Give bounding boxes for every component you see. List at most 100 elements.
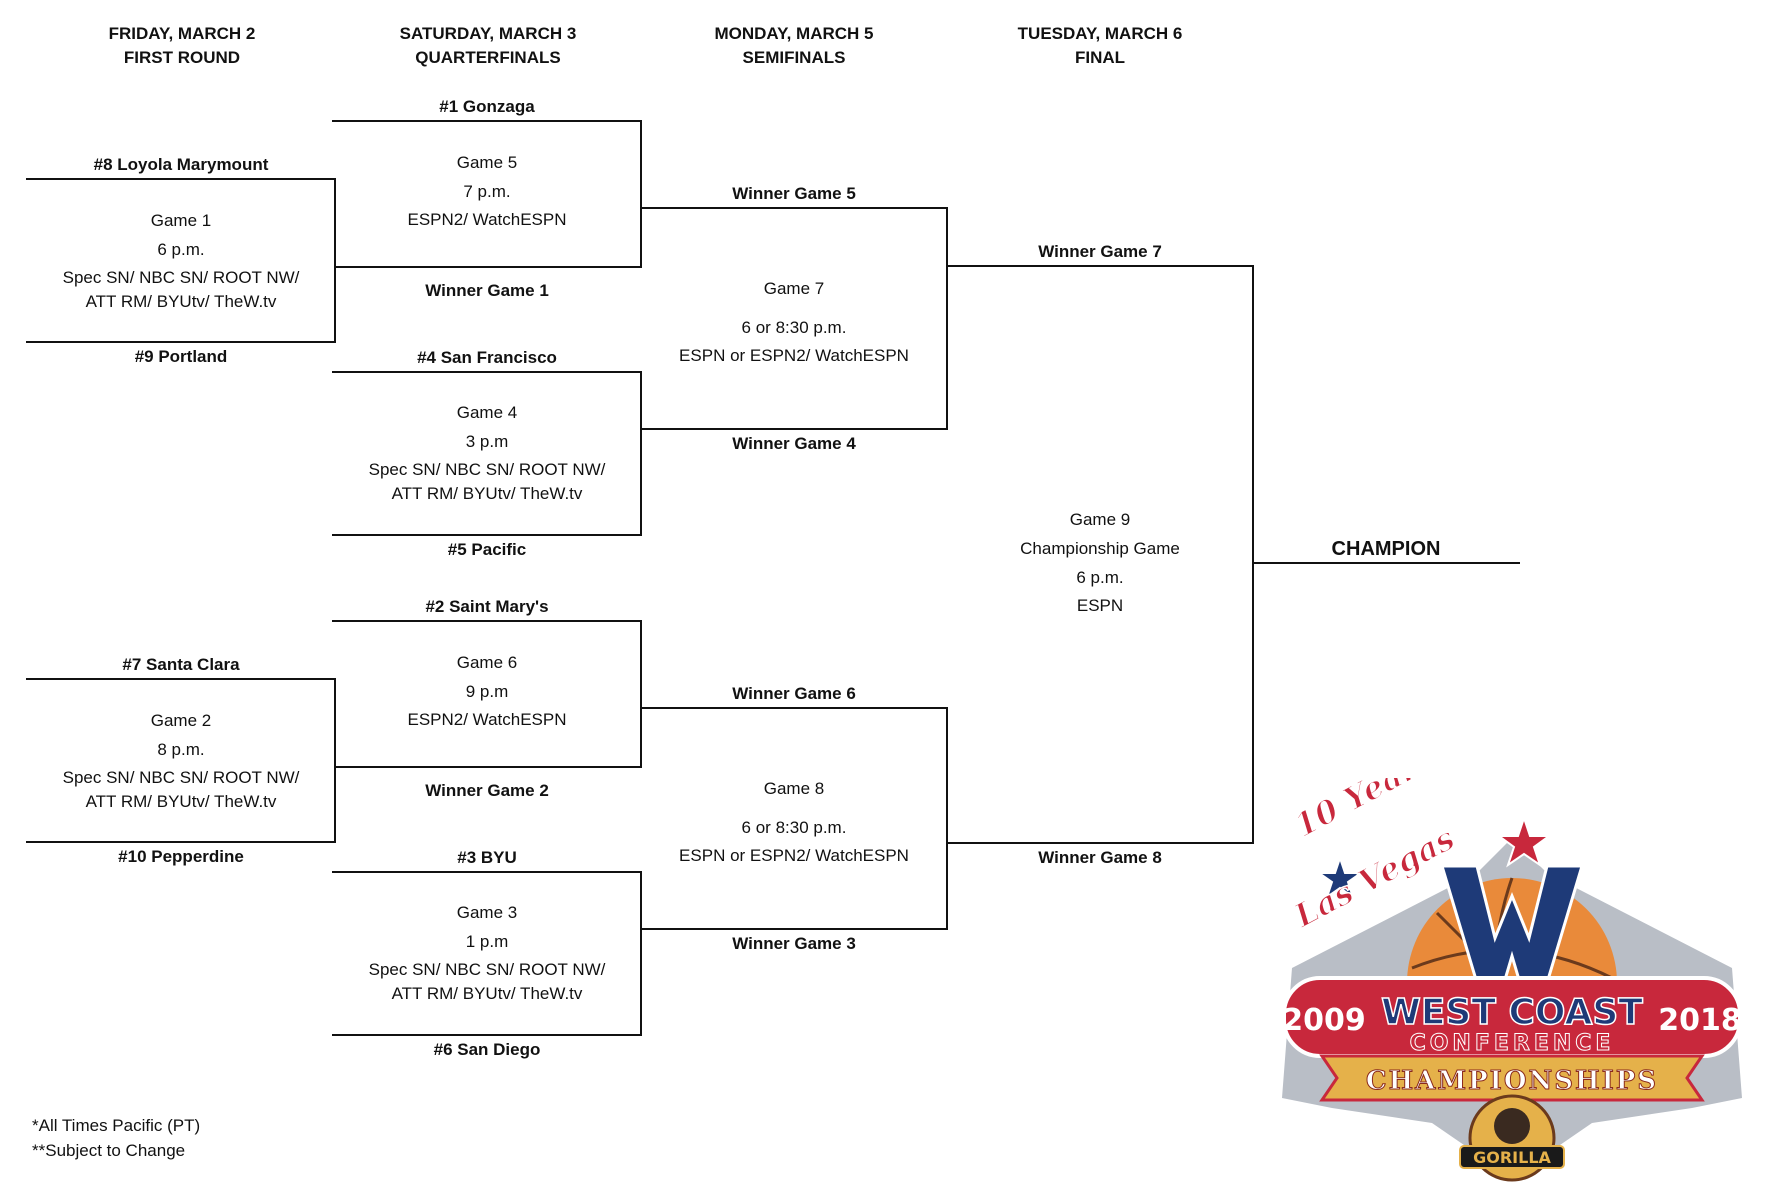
winner-label: Winner Game 5 [732, 184, 856, 203]
header-date: FRIDAY, MARCH 2 [108, 24, 256, 43]
game-name: Game 3 [456, 903, 518, 922]
game-tv: ATT RM/ BYUtv/ TheW.tv [85, 292, 277, 311]
winner-label: Winner Game 3 [732, 934, 856, 953]
header-round: SEMIFINALS [742, 48, 846, 67]
game-time: 9 p.m [465, 682, 509, 701]
winner-label: Winner Game 7 [1038, 242, 1162, 261]
game-tv: Spec SN/ NBC SN/ ROOT NW/ [62, 268, 300, 287]
bracket-line [26, 341, 336, 343]
winner-label: Winner Game 8 [1038, 848, 1162, 867]
game-time: 6 or 8:30 p.m. [741, 318, 847, 337]
game-name: Game 9 [1069, 510, 1131, 529]
game-tv: Spec SN/ NBC SN/ ROOT NW/ [368, 460, 606, 479]
game-subtitle: Championship Game [1020, 539, 1180, 558]
game-time: 6 p.m. [1076, 568, 1124, 587]
game-name: Game 1 [150, 211, 212, 230]
logo-sponsor: GORILLA [1473, 1148, 1551, 1167]
winner-label: Winner Game 6 [732, 684, 856, 703]
winner-label: Winner Game 1 [425, 281, 549, 300]
game-tv: ESPN [1076, 596, 1124, 615]
logo-name-line2: CONFERENCE [1410, 1031, 1615, 1056]
bracket-line [640, 428, 948, 430]
team-label: #5 Pacific [447, 540, 527, 559]
bracket-line [332, 371, 642, 373]
game-tv: ESPN2/ WatchESPN [407, 710, 567, 729]
game-tv: ESPN or ESPN2/ WatchESPN [679, 846, 909, 865]
bracket-line [946, 842, 1254, 844]
logo-name-line3: CHAMPIONSHIPS [1366, 1066, 1658, 1096]
header-quarterfinals: SATURDAY, MARCH 3 QUARTERFINALS [386, 22, 590, 70]
logo-gold-ribbon [1319, 1054, 1705, 1102]
game-tv: ATT RM/ BYUtv/ TheW.tv [391, 984, 583, 1003]
bracket-line [640, 707, 948, 709]
logo-tagline-line1: 10 Years in [1288, 778, 1481, 845]
team-label: #10 Pepperdine [118, 847, 244, 866]
game-name: Game 4 [456, 403, 518, 422]
bracket-line [26, 678, 336, 680]
bracket-line [334, 266, 642, 268]
game-tv: ATT RM/ BYUtv/ TheW.tv [391, 484, 583, 503]
bracket-line [334, 766, 642, 768]
gorilla-icon [1494, 1108, 1530, 1144]
footnotes: *All Times Pacific (PT) **Subject to Cha… [32, 1113, 200, 1163]
game-name: Game 6 [456, 653, 518, 672]
team-label: #9 Portland [134, 347, 228, 366]
game-time: 3 p.m [465, 432, 509, 451]
bracket-line [26, 841, 336, 843]
game-time: 8 p.m. [157, 740, 205, 759]
bracket-line [946, 707, 948, 930]
game-name: Game 5 [456, 153, 518, 172]
team-label: #8 Loyola Marymount [93, 155, 269, 174]
game-name: Game 8 [763, 779, 825, 798]
game-name: Game 7 [763, 279, 825, 298]
logo-year-start: 2009 [1282, 1003, 1366, 1038]
wcc-championships-logo: 2009 2018 WEST COAST CONFERENCE CHAMPION… [1282, 778, 1742, 1182]
bracket-line [640, 871, 642, 1036]
header-date: SATURDAY, MARCH 3 [399, 24, 577, 43]
footnote: **Subject to Change [32, 1141, 186, 1160]
header-round: QUARTERFINALS [415, 48, 561, 67]
game-time: 6 or 8:30 p.m. [741, 818, 847, 837]
team-label: #7 Santa Clara [122, 655, 240, 674]
game-tv: ESPN2/ WatchESPN [407, 210, 567, 229]
game-time: 1 p.m [465, 932, 509, 951]
game-name: Game 2 [150, 711, 212, 730]
header-final: TUESDAY, MARCH 6 FINAL [998, 22, 1202, 70]
team-label: #1 Gonzaga [439, 97, 535, 116]
bracket-line [334, 678, 336, 843]
star-icon [1495, 814, 1553, 868]
header-date: MONDAY, MARCH 5 [714, 24, 874, 43]
team-label: #6 San Diego [433, 1040, 541, 1059]
bracket-line [640, 620, 642, 768]
winner-label: Winner Game 2 [425, 781, 549, 800]
game-tv: ESPN or ESPN2/ WatchESPN [679, 346, 909, 365]
bracket-line [640, 120, 642, 268]
game-time: 6 p.m. [157, 240, 205, 259]
header-semifinals: MONDAY, MARCH 5 SEMIFINALS [692, 22, 896, 70]
game-tv: Spec SN/ NBC SN/ ROOT NW/ [368, 960, 606, 979]
bracket-line [332, 534, 642, 536]
logo-name-line1: WEST COAST [1381, 992, 1643, 1033]
game-time: 7 p.m. [463, 182, 511, 201]
champion-line [1252, 562, 1520, 564]
bracket-line [332, 120, 642, 122]
header-date: TUESDAY, MARCH 6 [1017, 24, 1183, 43]
bracket-line [26, 178, 336, 180]
team-label: #4 San Francisco [417, 348, 557, 367]
header-first-round: FRIDAY, MARCH 2 FIRST ROUND [80, 22, 284, 70]
logo-year-end: 2018 [1658, 1003, 1742, 1038]
bracket-line [334, 178, 336, 343]
game-tv: Spec SN/ NBC SN/ ROOT NW/ [62, 768, 300, 787]
champion-label: CHAMPION [1331, 538, 1441, 560]
logo-sponsor-plate [1459, 1145, 1565, 1169]
header-round: FIRST ROUND [123, 48, 241, 67]
bracket-line [640, 928, 948, 930]
bracket-line [640, 207, 948, 209]
team-label: #3 BYU [457, 848, 517, 867]
bracket-line [946, 265, 1254, 267]
game-tv: ATT RM/ BYUtv/ TheW.tv [85, 792, 277, 811]
footnote: *All Times Pacific (PT) [32, 1116, 201, 1135]
star-icon [1315, 854, 1365, 900]
bracket-line [1252, 265, 1254, 844]
team-label: #2 Saint Mary's [425, 597, 549, 616]
